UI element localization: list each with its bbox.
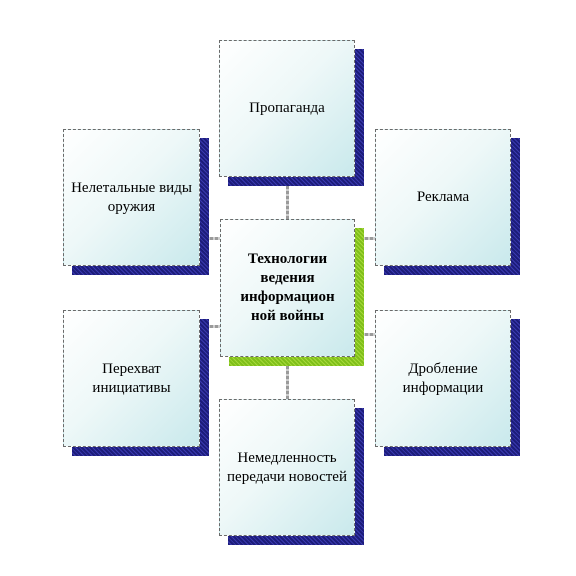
node-box: Реклама <box>375 129 511 266</box>
node-advertising: Реклама <box>375 129 520 275</box>
node-box: Перехват инициативы <box>63 310 200 447</box>
node-box: Нелетальные виды оружия <box>63 129 200 266</box>
node-label-initiative: Перехват инициативы <box>92 360 171 396</box>
connector-center-bottom <box>286 357 289 399</box>
node-label-immediacy: Немедленность передачи новостей <box>227 449 347 485</box>
node-label-nonlethal: Нелетальные виды оружия <box>71 179 192 215</box>
node-box: Дробление информации <box>375 310 511 447</box>
connector-center-left-bottom <box>200 325 220 328</box>
node-label-center: Технологии ведения информацион ной войны <box>240 251 335 324</box>
node-immediacy: Немедленность передачи новостей <box>219 399 364 545</box>
node-box-center: Технологии ведения информацион ной войны <box>220 219 355 357</box>
node-nonlethal: Нелетальные виды оружия <box>63 129 209 275</box>
node-box: Немедленность передачи новостей <box>219 399 355 536</box>
node-label-fragmentation: Дробление информации <box>402 360 484 396</box>
node-label-advertising: Реклама <box>416 189 470 205</box>
node-label-propaganda: Пропаганда <box>249 100 325 116</box>
node-box: Пропаганда <box>219 40 355 177</box>
connector-center-right-bottom <box>355 333 375 336</box>
node-center: Технологии ведения информацион ной войны <box>220 219 364 366</box>
connector-center-top <box>286 177 289 219</box>
connector-center-left-top <box>200 237 220 240</box>
node-fragmentation: Дробление информации <box>375 310 520 456</box>
node-initiative: Перехват инициативы <box>63 310 209 456</box>
node-propaganda: Пропаганда <box>219 40 364 186</box>
connector-center-right-top <box>355 237 375 240</box>
